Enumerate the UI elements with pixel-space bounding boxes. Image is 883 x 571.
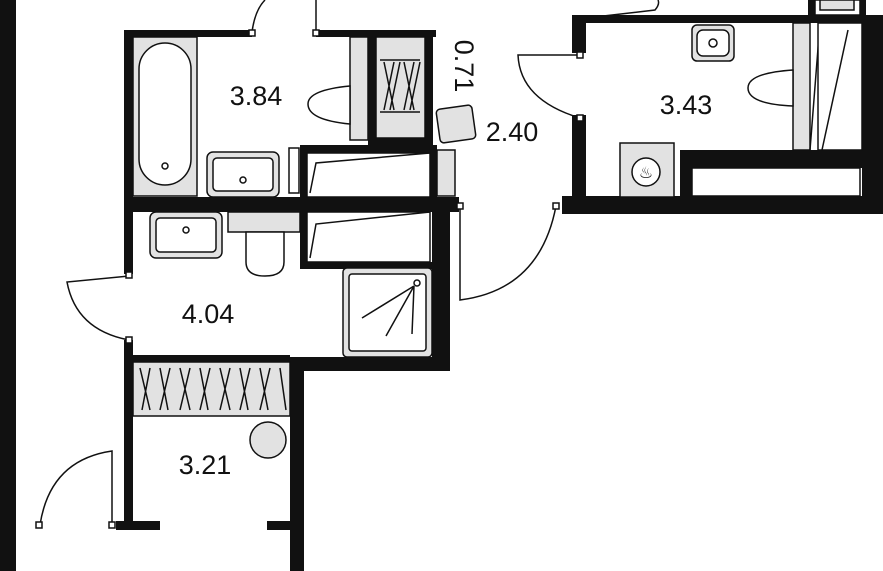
wall-wardrobe-top — [124, 355, 290, 362]
wall-lower-left-2 — [124, 340, 133, 363]
wall-box-left — [300, 145, 307, 200]
door-entrance — [39, 450, 113, 526]
door-jamb — [125, 271, 133, 279]
toilet — [307, 36, 369, 141]
wall-middle-horizontal — [124, 197, 459, 212]
area-label-wardrobe: 3.21 — [179, 450, 232, 480]
water-heater — [619, 142, 675, 198]
doors — [35, 0, 660, 529]
door-right-top — [585, 0, 660, 19]
wall-right-bath-top — [586, 15, 866, 23]
wall-right-bath-bottom — [562, 196, 866, 214]
wall-closet-right — [425, 30, 433, 145]
wall-bath-lower-right — [432, 197, 450, 371]
door-jamb — [108, 521, 116, 529]
wall-right-bath-left — [572, 115, 586, 205]
wall-bath-left — [124, 30, 133, 200]
wardrobe-shelf — [132, 361, 291, 417]
wall-lower-left — [124, 212, 133, 274]
duct-box-lower — [306, 211, 431, 263]
door-top-left — [251, 0, 266, 33]
area-label-bathroom-lower: 4.04 — [182, 299, 235, 329]
wall-box-top — [300, 145, 435, 153]
washbasin-tap — [288, 147, 300, 194]
door-jamb — [576, 114, 584, 122]
area-label-bathroom-right: 3.43 — [660, 90, 713, 120]
right-box-insert — [691, 167, 861, 197]
door-jamb — [35, 521, 43, 529]
toilet-right — [747, 22, 863, 151]
side-table — [435, 104, 477, 144]
wall-wardrobe-bottom-left — [116, 521, 160, 530]
area-label-hall: 2.40 — [486, 117, 539, 147]
shower-tray — [342, 267, 433, 358]
wall-right-bath-left-top — [572, 15, 586, 53]
appliance-box — [436, 149, 456, 197]
boiler — [249, 421, 287, 459]
wall-right-inner-left — [680, 150, 692, 214]
corridor-wall — [290, 357, 304, 571]
bathtub — [132, 36, 198, 197]
door-jamb — [312, 29, 320, 37]
outer-wall-left-bottom — [0, 535, 16, 571]
wall-wardrobe-bottom-right — [267, 521, 297, 530]
wall-closet-bottom — [368, 138, 433, 146]
door-jamb — [456, 202, 464, 210]
door-bath-lower — [66, 275, 130, 341]
door-jamb — [248, 29, 256, 37]
wall-box-right — [430, 145, 437, 200]
closet-shelf — [375, 36, 426, 139]
wall-closet-left — [368, 30, 376, 145]
sink — [206, 151, 280, 198]
wall-lower-box-bottom — [300, 262, 437, 269]
sink-lower — [149, 211, 223, 259]
heater-symbol: ♨ — [639, 163, 653, 182]
wall-wardrobe-left — [124, 355, 133, 525]
door-hall — [459, 205, 557, 301]
wall-bath-top — [124, 30, 252, 37]
duct-diagonal — [309, 152, 431, 194]
outer-wall-left — [0, 0, 16, 535]
duct-diagonal — [309, 211, 431, 259]
door-right-bath — [517, 54, 581, 119]
door-jamb — [552, 202, 560, 210]
area-label-closet-small: 0.71 — [449, 40, 479, 93]
wall-right-inner — [680, 150, 866, 168]
duct-box-upper — [306, 152, 431, 198]
toilet-lower — [227, 211, 301, 277]
area-label-bathroom: 3.84 — [230, 81, 283, 111]
right-top-box-inner — [819, 0, 855, 11]
wall-bath-lower-bottom — [290, 357, 450, 371]
sink-right — [691, 24, 735, 62]
door-jamb — [576, 51, 584, 59]
door-jamb — [125, 336, 133, 344]
wall-lower-box-left — [300, 212, 307, 267]
wall-right-outer — [862, 15, 883, 214]
